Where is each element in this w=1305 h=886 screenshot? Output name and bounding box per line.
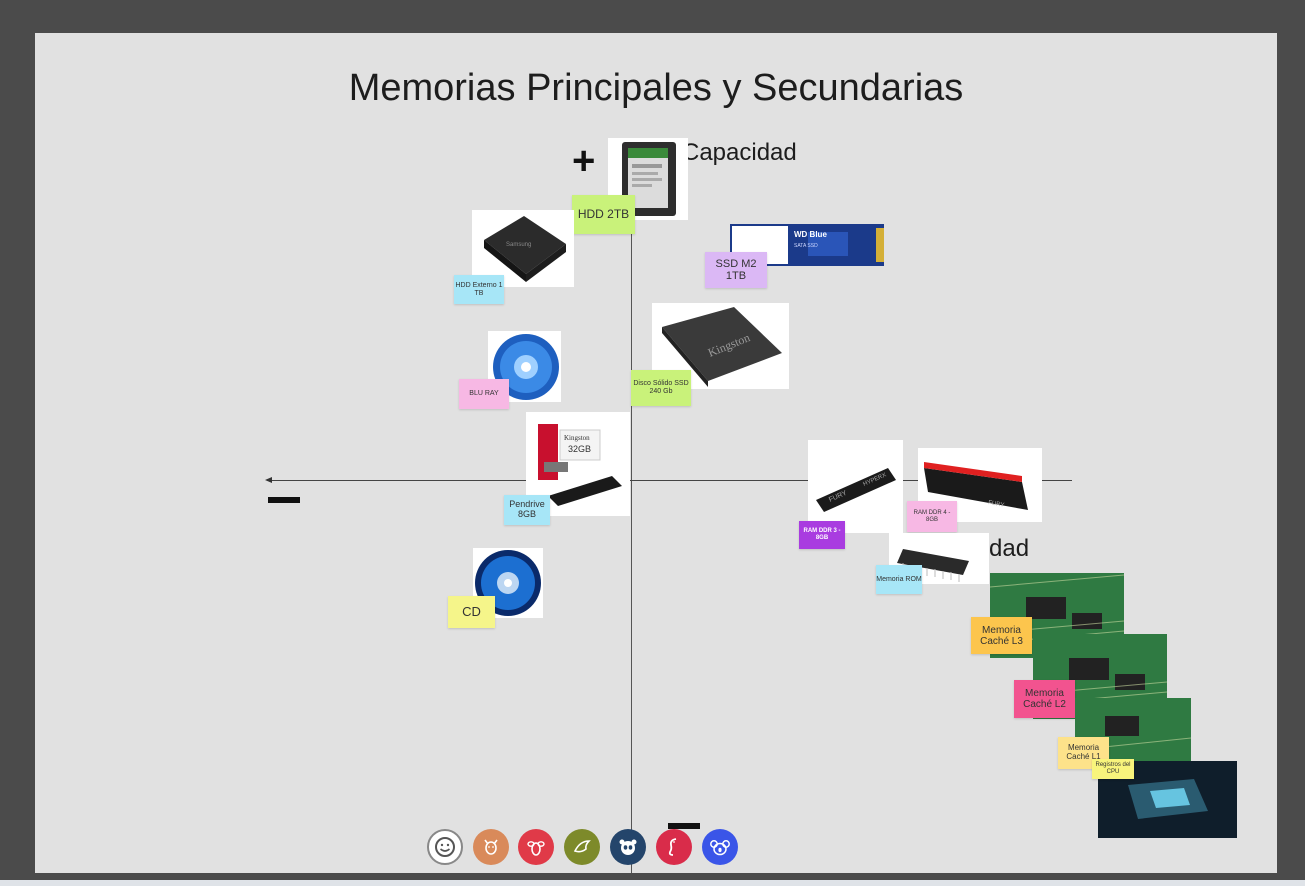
speed-axis-label: dad xyxy=(989,535,1030,562)
note-blu-ray[interactable]: BLU RAY xyxy=(459,379,509,409)
plus-sign: + xyxy=(572,139,596,183)
board-title: Memorias Principales y Secundarias xyxy=(348,67,964,109)
koala-avatar[interactable] xyxy=(702,829,738,865)
hdd-externo-image[interactable]: Samsung xyxy=(472,210,574,287)
note-cd[interactable]: CD xyxy=(448,596,495,628)
minus-sign-bottom xyxy=(668,823,700,829)
note-rom[interactable]: Memoria ROM xyxy=(876,565,922,594)
cache-l1-image[interactable] xyxy=(1075,698,1191,766)
panda-icon xyxy=(619,839,637,855)
note-ram-ddr4[interactable]: RAM DDR 4 - 8GB xyxy=(907,501,957,532)
note-hdd-externo[interactable]: HDD Externo 1 TB xyxy=(454,275,504,304)
note-disco-solido[interactable]: Disco Sólido SSD 240 Gb xyxy=(631,370,691,406)
seahorse-icon xyxy=(668,838,677,856)
horizontal-axis xyxy=(267,480,1072,481)
svg-text:Kingston: Kingston xyxy=(564,434,590,442)
note-cache-l3[interactable]: Memoria Caché L3 xyxy=(971,617,1032,654)
goat-icon xyxy=(484,839,498,855)
ssd-240-image[interactable]: Kingston xyxy=(652,303,789,389)
bottom-toolbar-strip xyxy=(0,880,1305,886)
bee-avatar[interactable] xyxy=(518,829,554,865)
hdd-2tb-image[interactable] xyxy=(608,138,688,220)
note-ssd-m2[interactable]: SSD M2 1TB xyxy=(705,252,767,288)
capacity-axis-label: Capacidad xyxy=(682,139,797,166)
smiley-icon xyxy=(435,837,455,857)
bee-icon xyxy=(527,841,545,856)
vertical-axis xyxy=(631,143,632,873)
svg-text:WD Blue: WD Blue xyxy=(794,230,827,239)
bird-avatar[interactable] xyxy=(564,829,600,865)
note-registros[interactable]: Registros del CPU xyxy=(1092,759,1134,779)
ram-ddr3-image[interactable]: FURY HYPERX xyxy=(808,440,903,533)
panda-avatar[interactable] xyxy=(610,829,646,865)
svg-text:SATA SSD: SATA SSD xyxy=(794,243,818,249)
note-pendrive[interactable]: Pendrive 8GB xyxy=(504,495,550,525)
minus-sign-left xyxy=(268,497,300,503)
note-hdd-2tb[interactable]: HDD 2TB xyxy=(572,195,635,234)
svg-text:FURY: FURY xyxy=(988,500,1005,509)
koala-icon xyxy=(710,840,730,856)
smiley-avatar[interactable] xyxy=(427,829,463,865)
note-cache-l2[interactable]: Memoria Caché L2 xyxy=(1014,680,1075,718)
bird-icon xyxy=(573,840,591,853)
whiteboard-canvas[interactable]: Memorias Principales y Secundarias + Cap… xyxy=(35,33,1277,873)
svg-text:32GB: 32GB xyxy=(568,444,591,454)
note-ram-ddr3[interactable]: RAM DDR 3 - 8GB xyxy=(799,521,845,549)
axis-arrowhead xyxy=(265,477,272,483)
goat-avatar[interactable] xyxy=(473,829,509,865)
svg-text:Samsung: Samsung xyxy=(506,242,531,248)
seahorse-avatar[interactable] xyxy=(656,829,692,865)
